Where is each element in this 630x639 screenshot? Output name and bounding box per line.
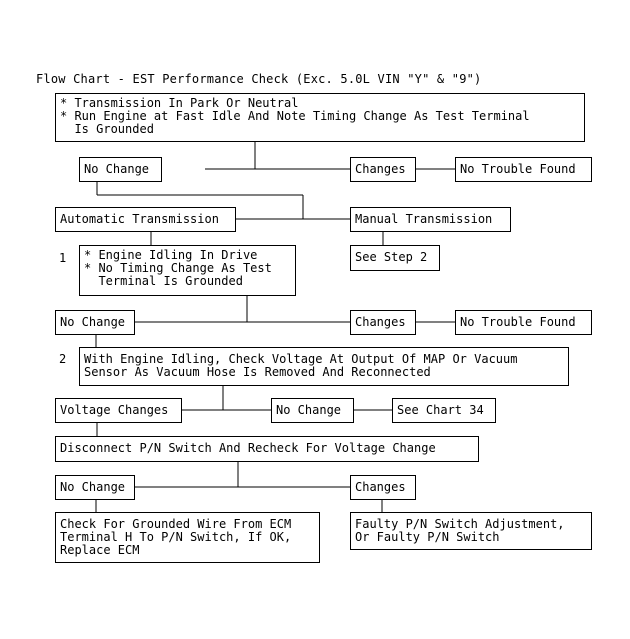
no-change-box-3: No Change [271,398,354,423]
see-step-2-box: See Step 2 [350,245,440,271]
step-number-2: 2 [59,352,67,366]
no-change-box-4: No Change [55,475,135,500]
see-chart-34-box: See Chart 34 [392,398,496,423]
faulty-pn-switch-box: Faulty P/N Switch Adjustment, Or Faulty … [350,512,592,550]
changes-box-2: Changes [350,310,416,335]
page-title: Flow Chart - EST Performance Check (Exc.… [36,72,482,86]
no-change-box-1: No Change [79,157,162,182]
changes-box-4: Changes [350,475,416,500]
step-number-1: 1 [59,251,67,265]
start-instructions-box: * Transmission In Park Or Neutral * Run … [55,93,585,142]
check-grounded-wire-box: Check For Grounded Wire From ECM Termina… [55,512,320,563]
manual-transmission-box: Manual Transmission [350,207,511,232]
no-trouble-found-box-1: No Trouble Found [455,157,592,182]
changes-box-1: Changes [350,157,416,182]
automatic-transmission-box: Automatic Transmission [55,207,236,232]
disconnect-pn-switch-box: Disconnect P/N Switch And Recheck For Vo… [55,436,479,462]
voltage-changes-box: Voltage Changes [55,398,182,423]
no-trouble-found-box-2: No Trouble Found [455,310,592,335]
check-voltage-box: With Engine Idling, Check Voltage At Out… [79,347,569,386]
no-change-box-2: No Change [55,310,135,335]
engine-idling-box: * Engine Idling In Drive * No Timing Cha… [79,245,296,296]
